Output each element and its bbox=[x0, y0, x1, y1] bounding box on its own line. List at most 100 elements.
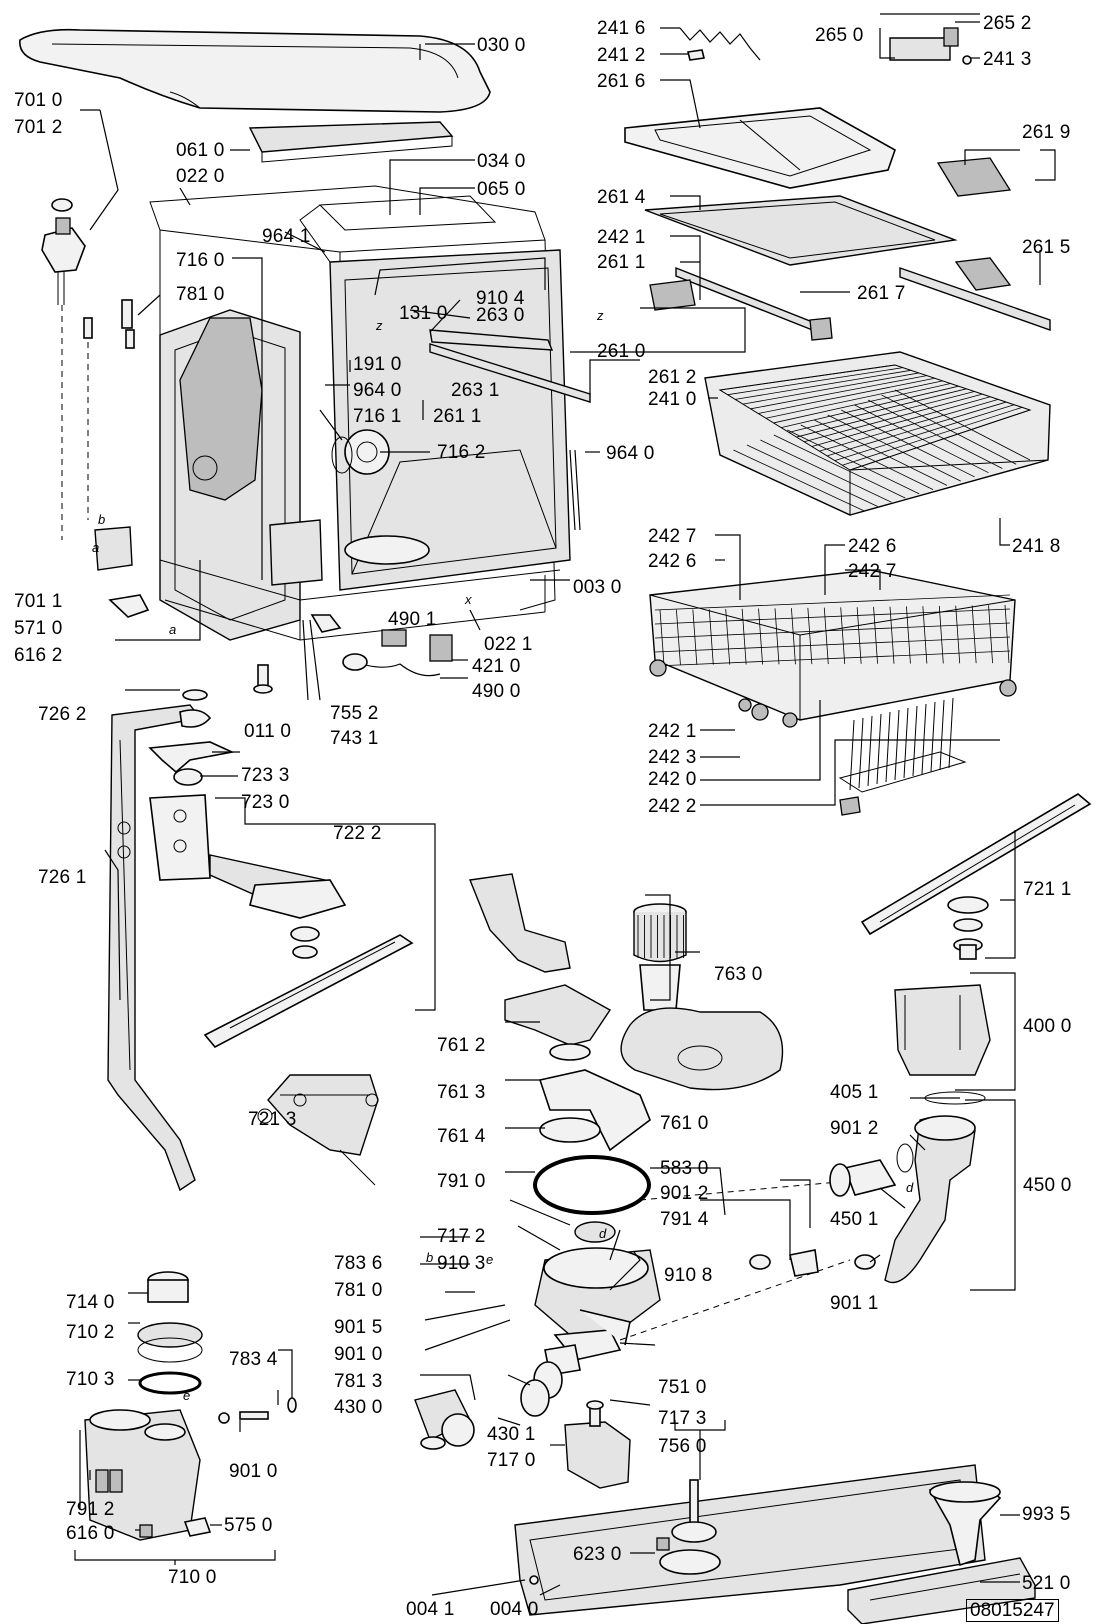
label-781-0-b: 781 0 bbox=[334, 1280, 383, 1301]
label-710-2: 710 2 bbox=[66, 1322, 115, 1343]
label-430-0: 430 0 bbox=[334, 1397, 383, 1418]
label-004-0: 004 0 bbox=[490, 1599, 539, 1620]
label-964-0-a: 964 0 bbox=[353, 380, 402, 401]
lower-spray-arm bbox=[257, 1074, 379, 1186]
wire-spring bbox=[679, 27, 761, 61]
label-261-2: 261 2 bbox=[648, 367, 697, 388]
label-191-0: 191 0 bbox=[353, 354, 402, 375]
label-022-1: 022 1 bbox=[484, 634, 533, 655]
label-623-0: 623 0 bbox=[573, 1544, 622, 1565]
label-575-0: 575 0 bbox=[224, 1515, 273, 1536]
label-761-4: 761 4 bbox=[437, 1126, 486, 1147]
label-993-5: 993 5 bbox=[1022, 1504, 1071, 1525]
label-421-0: 421 0 bbox=[472, 656, 521, 677]
label-242-1-a: 242 1 bbox=[597, 227, 646, 248]
label-242-2: 242 2 bbox=[648, 796, 697, 817]
label-003-0: 003 0 bbox=[573, 577, 622, 598]
label-791-2: 791 2 bbox=[66, 1499, 115, 1520]
label-783-4: 783 4 bbox=[229, 1349, 278, 1370]
label-781-0-top: 781 0 bbox=[176, 284, 225, 305]
label-756-0: 756 0 bbox=[658, 1436, 707, 1457]
label-571-0: 571 0 bbox=[14, 618, 63, 639]
tub-frame bbox=[149, 185, 591, 641]
label-721-3: 721 3 bbox=[248, 1109, 297, 1130]
control-panel-part bbox=[847, 1557, 1036, 1624]
rail-parts bbox=[649, 27, 1051, 341]
label-030-0: 030 0 bbox=[477, 35, 526, 56]
lower-rack bbox=[649, 569, 1017, 728]
label-241-6: 241 6 bbox=[597, 18, 646, 39]
float-parts bbox=[83, 294, 161, 349]
water-softener-right bbox=[894, 984, 991, 1105]
label-716-0: 716 0 bbox=[176, 250, 225, 271]
label-761-3: 761 3 bbox=[437, 1082, 486, 1103]
label-717-2: 717 2 bbox=[437, 1226, 486, 1247]
left-middle-leaders bbox=[104, 689, 436, 1011]
label-065-0: 065 0 bbox=[477, 179, 526, 200]
label-242-0: 242 0 bbox=[648, 769, 697, 790]
sump-assembly bbox=[533, 1247, 661, 1399]
label-723-3: 723 3 bbox=[241, 765, 290, 786]
right-middle-leaders bbox=[869, 830, 1016, 1291]
label-261-0: 261 0 bbox=[597, 341, 646, 362]
label-716-1: 716 1 bbox=[353, 406, 402, 427]
label-901-1: 901 1 bbox=[830, 1293, 879, 1314]
ref-letter-x: x bbox=[465, 592, 472, 607]
bottom-left-leaders bbox=[74, 1292, 293, 1565]
top-trim-strip bbox=[248, 121, 454, 163]
label-964-1: 964 1 bbox=[262, 226, 311, 247]
label-616-2: 616 2 bbox=[14, 645, 63, 666]
ref-letter-a: a bbox=[92, 540, 100, 555]
label-263-1: 263 1 bbox=[451, 380, 500, 401]
label-701-2: 701 2 bbox=[14, 117, 63, 138]
ref-letter-b: b bbox=[98, 512, 106, 527]
supply-tube bbox=[107, 689, 235, 1192]
label-265-2: 265 2 bbox=[983, 13, 1032, 34]
label-265-0: 265 0 bbox=[815, 25, 864, 46]
label-261-1-a: 261 1 bbox=[433, 406, 482, 427]
tub-leaders bbox=[115, 43, 600, 641]
label-714-0: 714 0 bbox=[66, 1292, 115, 1313]
label-726-2: 726 2 bbox=[38, 704, 87, 725]
label-242-6-a: 242 6 bbox=[648, 551, 697, 572]
upper-spray-arm-assy bbox=[203, 854, 414, 1049]
ref-letter-a: a bbox=[169, 622, 177, 637]
circulation-pump bbox=[414, 1389, 475, 1450]
label-450-0: 450 0 bbox=[1023, 1175, 1072, 1196]
label-261-7: 261 7 bbox=[857, 283, 906, 304]
label-490-1: 490 1 bbox=[388, 609, 437, 630]
ref-letter-z: z bbox=[597, 308, 604, 323]
label-131-0: 131 0 bbox=[399, 303, 448, 324]
upper-rack bbox=[704, 351, 1051, 516]
label-450-1: 450 1 bbox=[830, 1209, 879, 1230]
label-716-2: 716 2 bbox=[437, 442, 486, 463]
label-241-8: 241 8 bbox=[1012, 536, 1061, 557]
label-901-0-b: 901 0 bbox=[229, 1461, 278, 1482]
micro-filter-plate bbox=[620, 1007, 784, 1091]
label-521-0: 521 0 bbox=[1022, 1573, 1071, 1594]
label-242-7-b: 242 7 bbox=[848, 561, 897, 582]
label-061-0: 061 0 bbox=[176, 140, 225, 161]
label-011-0: 011 0 bbox=[244, 721, 292, 742]
cutlery-tray bbox=[624, 107, 896, 189]
worktop-panel bbox=[19, 28, 491, 113]
label-755-2: 755 2 bbox=[330, 703, 379, 724]
ref-letter-e: e bbox=[486, 1252, 494, 1267]
label-241-2: 241 2 bbox=[597, 45, 646, 66]
label-761-0: 761 0 bbox=[660, 1113, 709, 1134]
base-tray bbox=[514, 1464, 986, 1616]
label-430-1: 430 1 bbox=[487, 1424, 536, 1445]
label-261-4: 261 4 bbox=[597, 187, 646, 208]
label-723-0: 723 0 bbox=[241, 792, 290, 813]
label-763-0: 763 0 bbox=[714, 964, 763, 985]
tine-row-insert bbox=[838, 697, 967, 816]
label-726-1: 726 1 bbox=[38, 867, 87, 888]
label-263-0: 263 0 bbox=[476, 305, 525, 326]
ref-letter-d: d bbox=[599, 1226, 607, 1241]
label-783-6: 783 6 bbox=[334, 1253, 383, 1274]
label-781-3: 781 3 bbox=[334, 1371, 383, 1392]
ref-letter-z: z bbox=[376, 318, 383, 333]
label-242-7-a: 242 7 bbox=[648, 526, 697, 547]
